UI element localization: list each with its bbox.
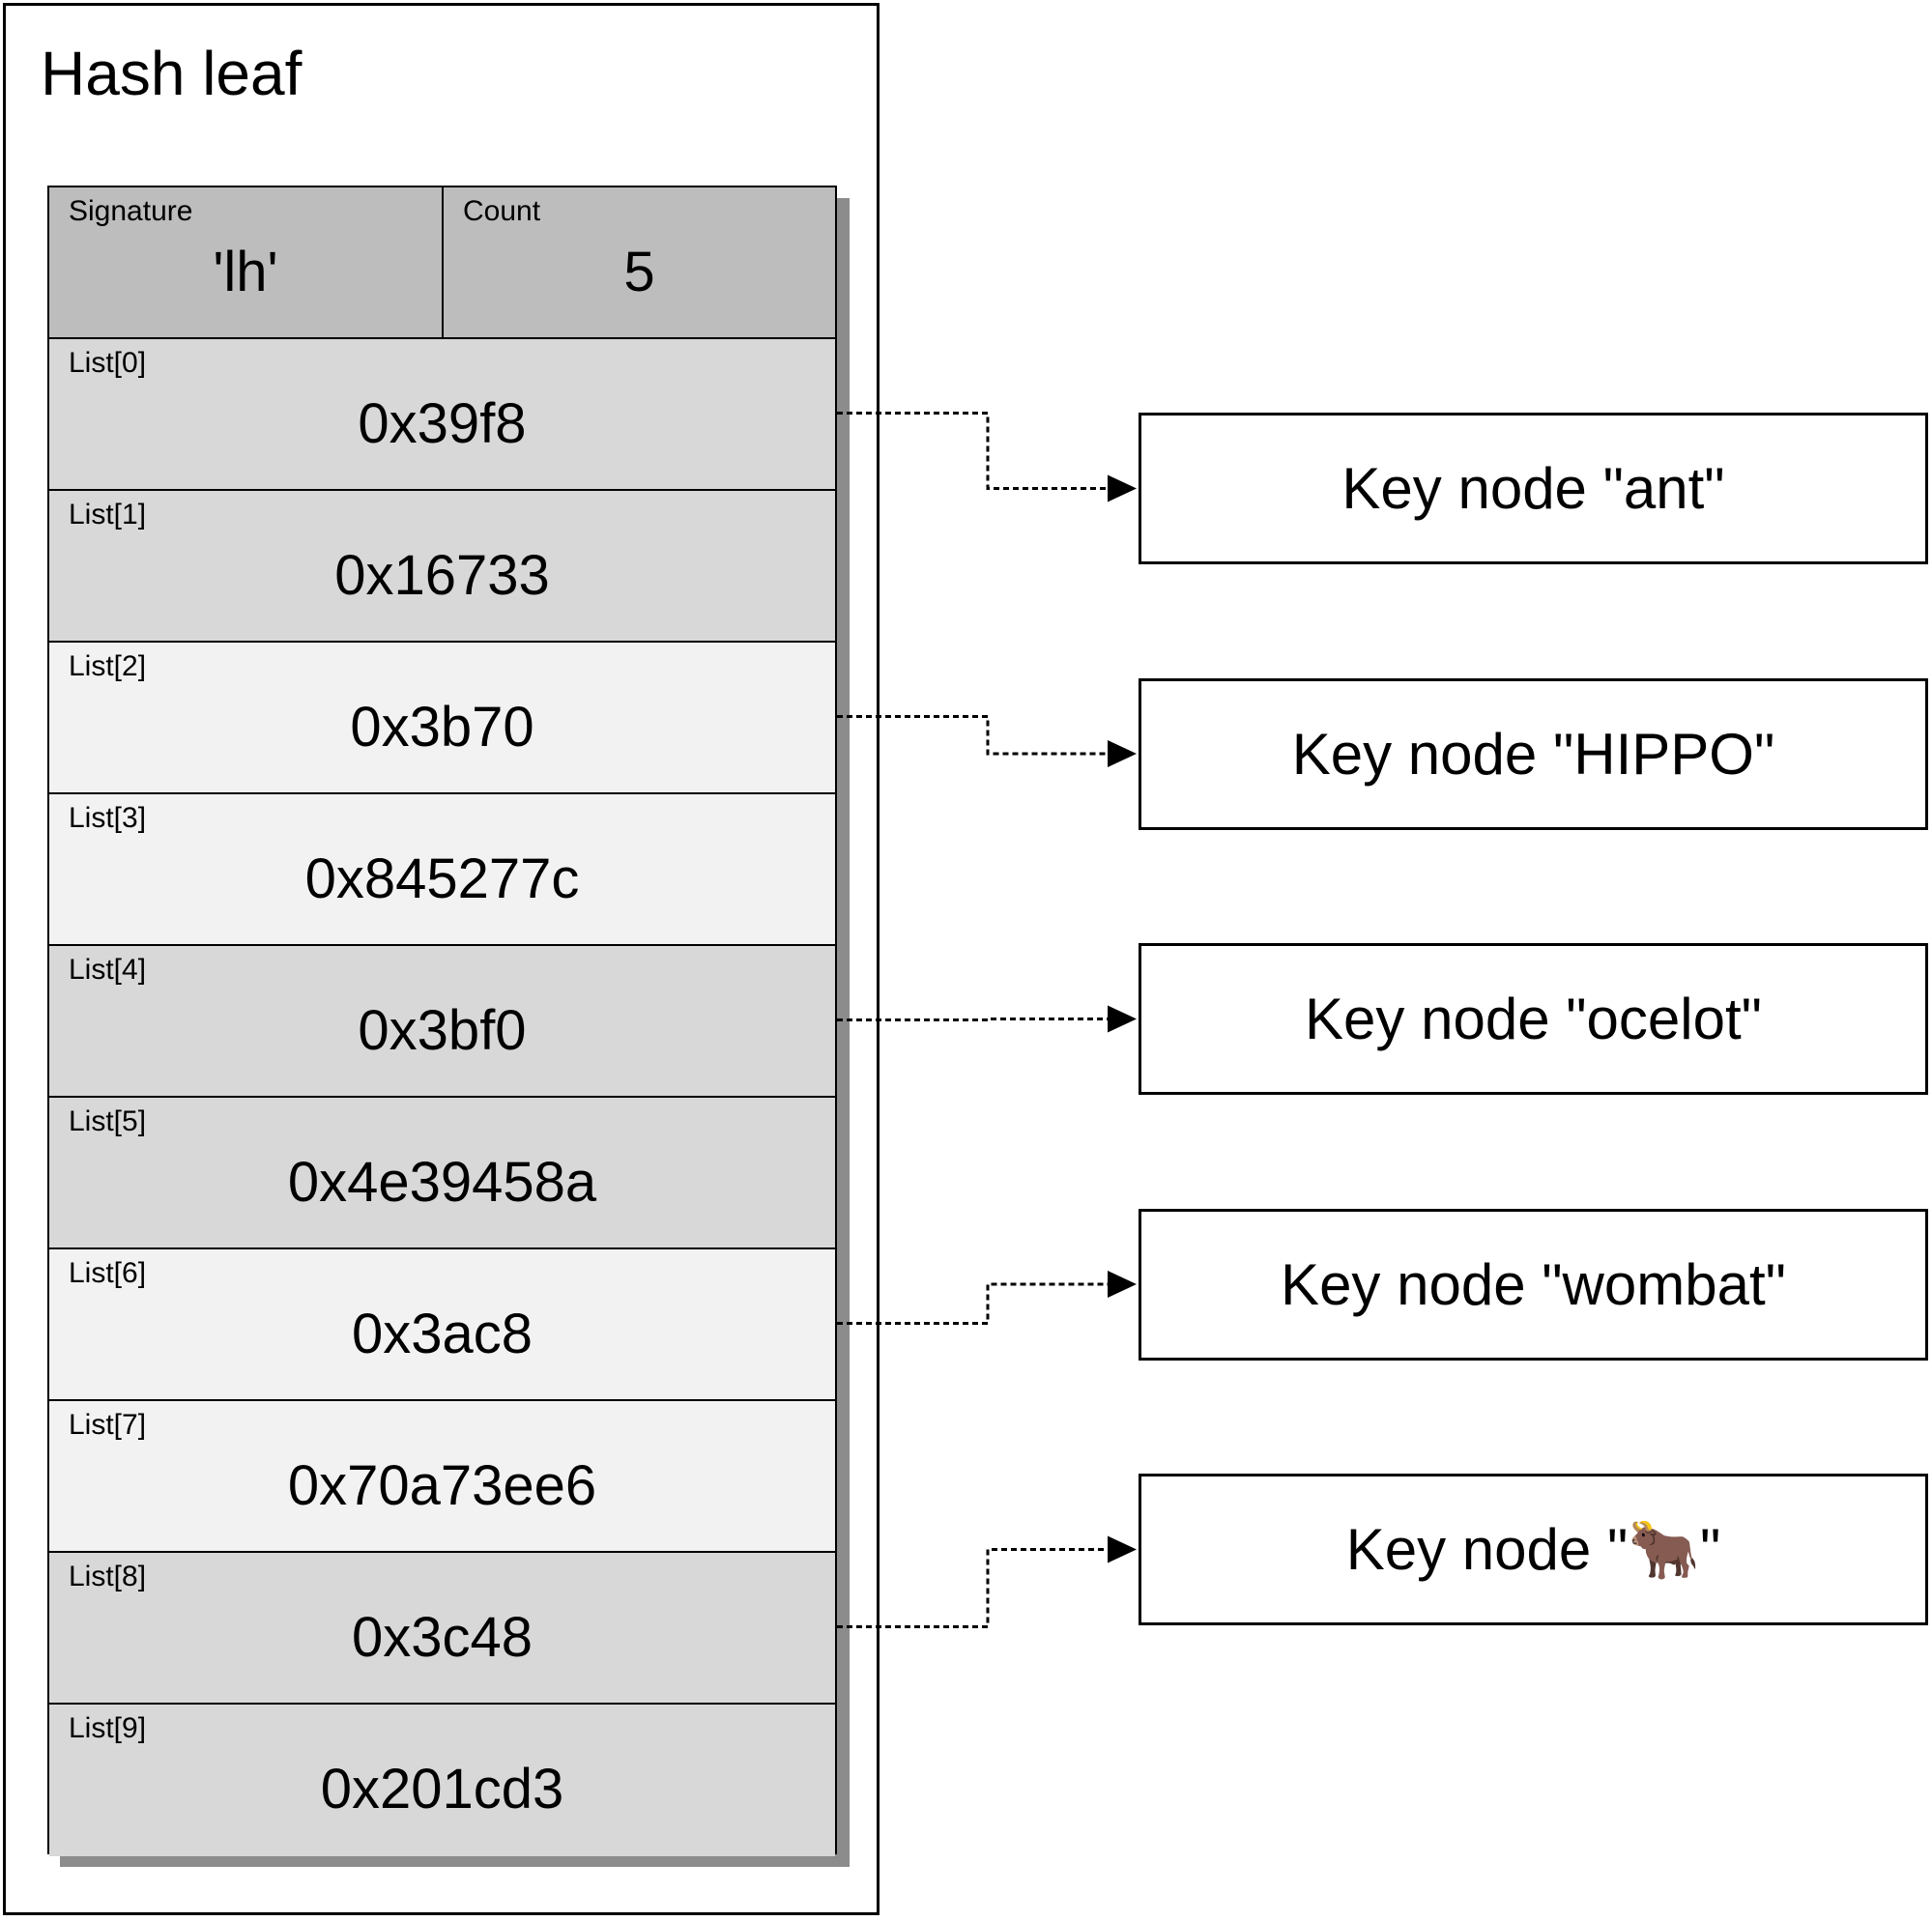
- list-offset-value: 0x201cd3: [320, 1758, 564, 1821]
- hash-leaf-title: Hash leaf: [41, 39, 303, 108]
- list-cell: List[7] 0x70a73ee6: [49, 1401, 835, 1551]
- list-index-label: List[4]: [69, 954, 147, 986]
- list-row: List[0] 0x39f8: [49, 339, 835, 491]
- list-offset-value: 0x3ac8: [351, 1303, 533, 1365]
- key-node-box: Key node "wombat": [1139, 1209, 1928, 1361]
- count-label: Count: [463, 195, 541, 227]
- list-offset-value: 0x4e39458a: [287, 1151, 597, 1214]
- arrowhead-icon: [1108, 474, 1137, 502]
- connector-line: [837, 412, 1108, 490]
- signature-value: 'lh': [213, 241, 278, 303]
- list-offset-value: 0x3c48: [351, 1606, 533, 1669]
- connector-line: [837, 1018, 1108, 1021]
- list-cell: List[5] 0x4e39458a: [49, 1098, 835, 1247]
- list-index-label: List[5]: [69, 1105, 147, 1137]
- list-row: List[3] 0x845277c: [49, 794, 835, 946]
- signature-label: Signature: [69, 195, 193, 227]
- header-row: Signature 'lh' Count 5: [49, 187, 835, 339]
- list-row: List[4] 0x3bf0: [49, 946, 835, 1098]
- list-offset-value: 0x3b70: [350, 696, 534, 759]
- list-row: List[6] 0x3ac8: [49, 1249, 835, 1401]
- key-node-label: Key node "wombat": [1281, 1251, 1786, 1317]
- key-node-box: Key node "ocelot": [1139, 943, 1928, 1095]
- list-cell: List[3] 0x845277c: [49, 794, 835, 944]
- list-index-label: List[2]: [69, 650, 147, 682]
- list-index-label: List[8]: [69, 1561, 147, 1592]
- signature-cell: Signature 'lh': [49, 187, 444, 337]
- list-row: List[2] 0x3b70: [49, 643, 835, 794]
- connector-line: [837, 1282, 1108, 1325]
- list-row: List[7] 0x70a73ee6: [49, 1401, 835, 1553]
- key-node-label: Key node "HIPPO": [1291, 721, 1775, 787]
- arrowhead-icon: [1108, 1005, 1137, 1033]
- list-cell: List[8] 0x3c48: [49, 1553, 835, 1703]
- key-node-label: Key node "🐂": [1345, 1516, 1721, 1582]
- list-cell: List[6] 0x3ac8: [49, 1249, 835, 1399]
- list-offset-value: 0x70a73ee6: [287, 1454, 597, 1517]
- list-index-label: List[7]: [69, 1409, 147, 1441]
- connector-line: [837, 1548, 1108, 1628]
- list-offset-value: 0x3bf0: [358, 999, 527, 1062]
- list-index-label: List[3]: [69, 802, 147, 834]
- list-row: List[8] 0x3c48: [49, 1553, 835, 1705]
- list-cell: List[9] 0x201cd3: [49, 1705, 835, 1856]
- key-node-box: Key node "ant": [1139, 413, 1928, 564]
- arrowhead-icon: [1108, 1535, 1137, 1563]
- list-row: List[1] 0x16733: [49, 491, 835, 643]
- count-cell: Count 5: [444, 187, 835, 337]
- count-value: 5: [623, 241, 655, 303]
- list-index-label: List[9]: [69, 1712, 147, 1744]
- list-offset-value: 0x16733: [334, 544, 550, 607]
- list-row: List[9] 0x201cd3: [49, 1705, 835, 1856]
- list-index-label: List[1]: [69, 499, 147, 530]
- list-row: List[5] 0x4e39458a: [49, 1098, 835, 1249]
- list-cell: List[4] 0x3bf0: [49, 946, 835, 1096]
- key-node-box: Key node "🐂": [1139, 1474, 1928, 1625]
- list-cell: List[0] 0x39f8: [49, 339, 835, 489]
- arrowhead-icon: [1108, 1271, 1137, 1298]
- list-offset-value: 0x845277c: [304, 847, 580, 910]
- list-index-label: List[6]: [69, 1257, 147, 1289]
- list-index-label: List[0]: [69, 347, 147, 379]
- key-node-label: Key node "ocelot": [1305, 986, 1762, 1051]
- list-cell: List[1] 0x16733: [49, 491, 835, 641]
- list-cell: List[2] 0x3b70: [49, 643, 835, 792]
- key-node-label: Key node "ant": [1341, 455, 1725, 521]
- arrowhead-icon: [1108, 740, 1137, 767]
- key-node-box: Key node "HIPPO": [1139, 678, 1928, 830]
- connector-line: [837, 715, 1108, 756]
- list-offset-value: 0x39f8: [358, 392, 527, 455]
